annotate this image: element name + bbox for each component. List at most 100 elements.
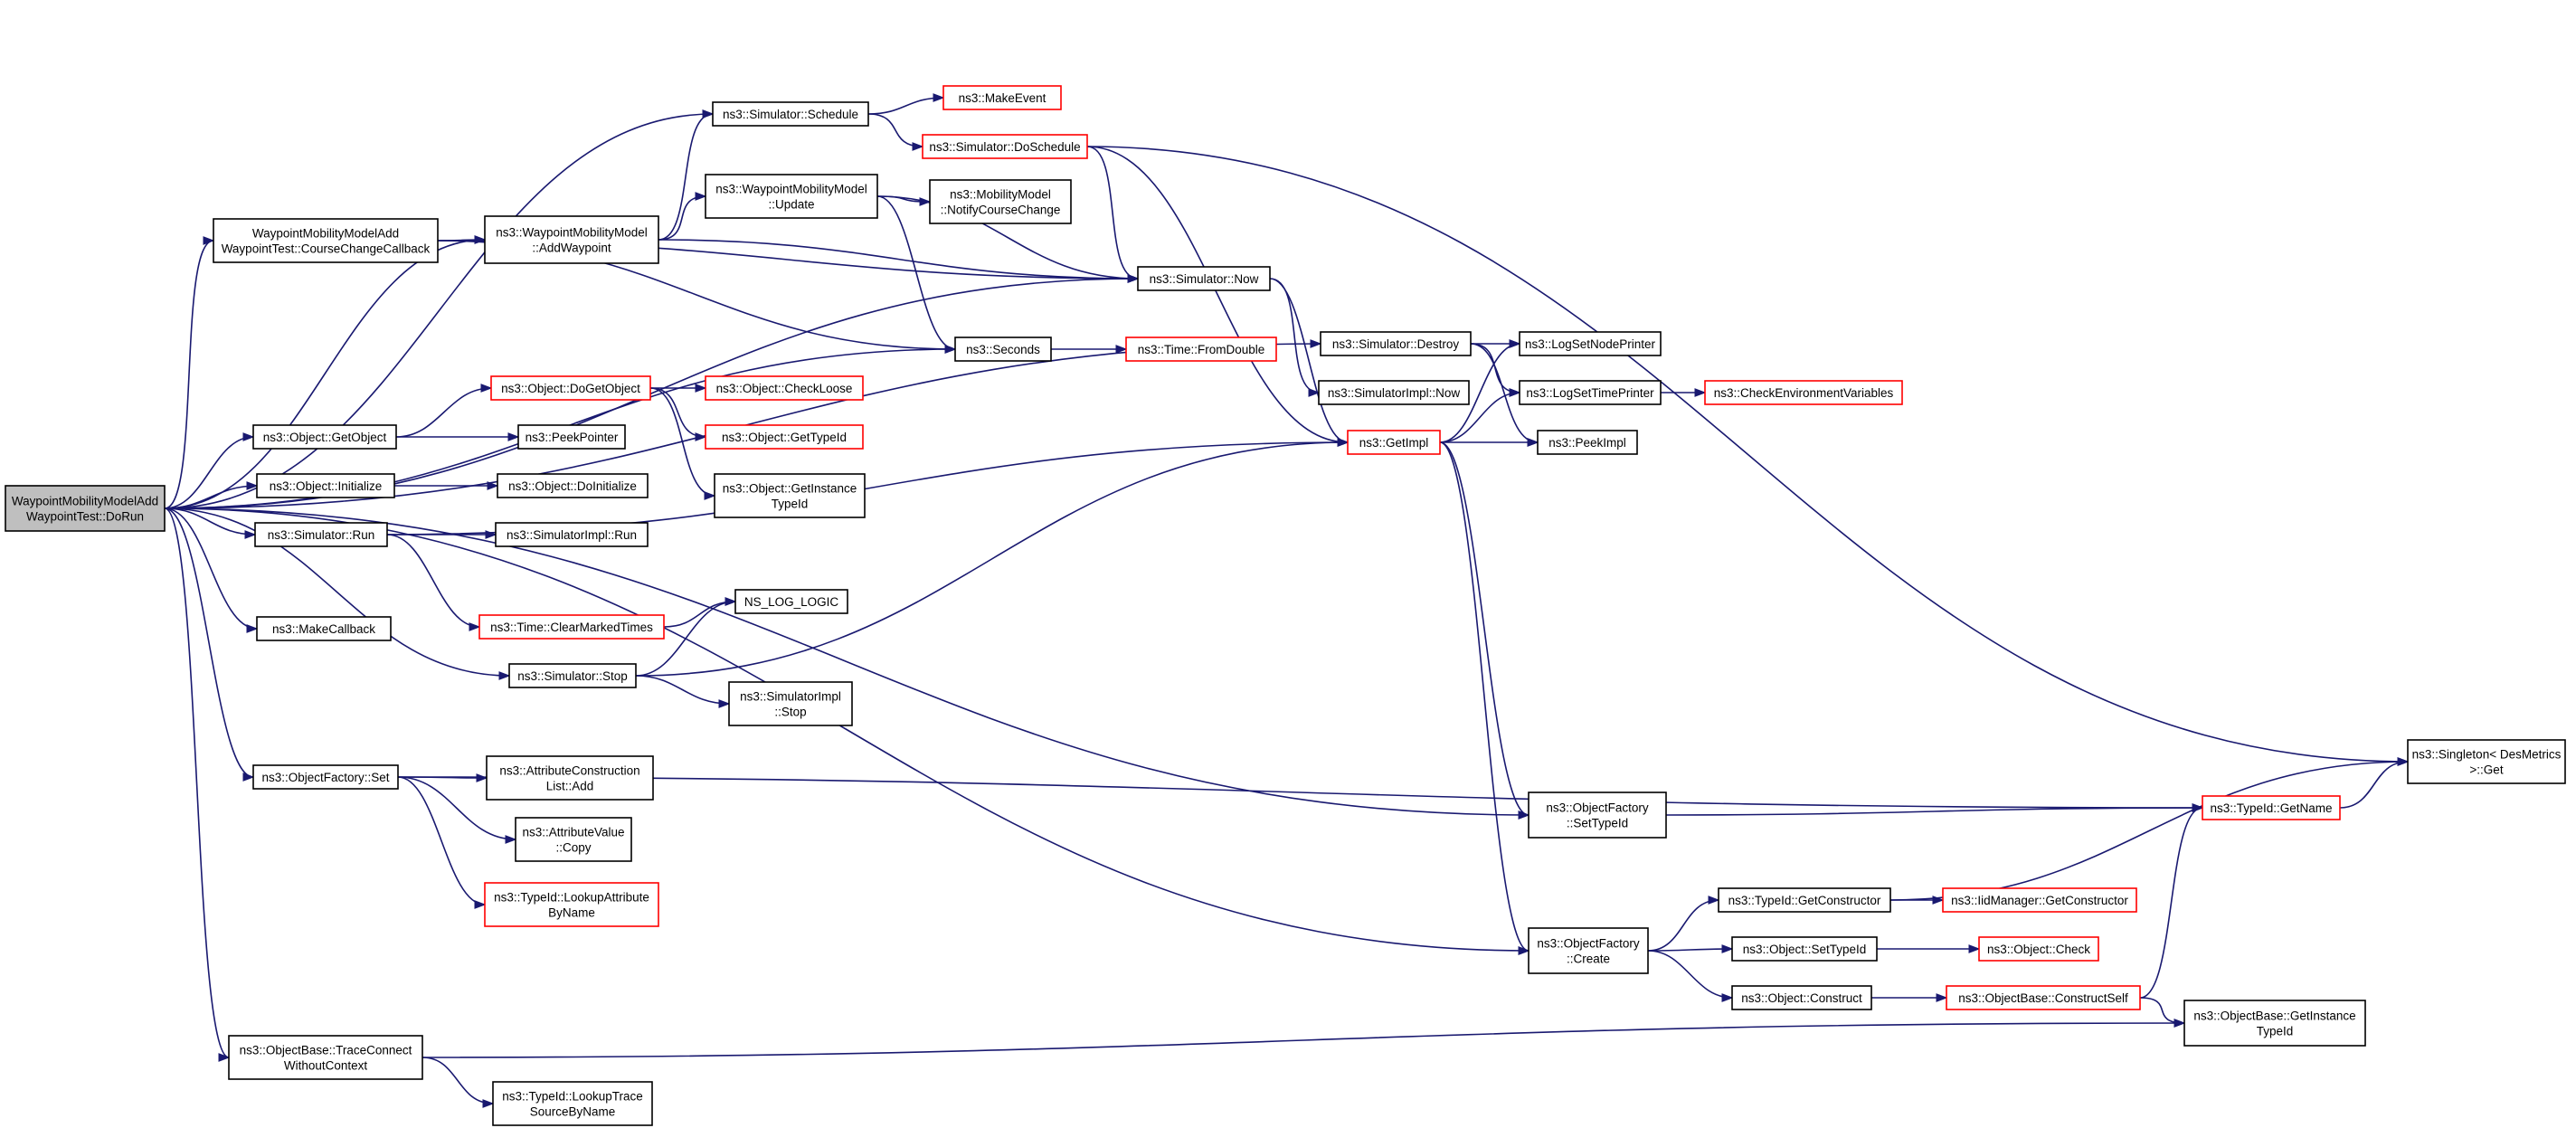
node-box[interactable] — [256, 616, 392, 641]
node-box[interactable] — [252, 764, 399, 790]
node-makeevent[interactable]: ns3::MakeEvent — [942, 85, 1062, 110]
node-objcheck[interactable]: ns3::Object::Check — [1978, 936, 2099, 962]
node-peekpointer[interactable]: ns3::PeekPointer — [517, 424, 626, 450]
node-box[interactable] — [490, 375, 651, 401]
node-cccb[interactable]: WaypointMobilityModelAddWaypointTest::Co… — [213, 218, 439, 263]
node-box[interactable] — [712, 101, 869, 127]
node-ofset[interactable]: ns3::ObjectFactory::Set — [252, 764, 399, 790]
node-box[interactable] — [5, 485, 166, 532]
node-fromdouble[interactable]: ns3::Time::FromDouble — [1125, 337, 1277, 362]
node-box[interactable] — [2183, 1000, 2366, 1047]
node-constructself[interactable]: ns3::ObjectBase::ConstructSelf — [1946, 985, 2141, 1010]
node-now[interactable]: ns3::Simulator::Now — [1137, 266, 1271, 291]
node-simrun[interactable]: ns3::Simulator::Run — [254, 522, 388, 547]
node-box[interactable] — [1125, 337, 1277, 362]
node-box[interactable] — [942, 85, 1062, 110]
node-box[interactable] — [508, 663, 637, 688]
node-doschedule[interactable]: ns3::Simulator::DoSchedule — [922, 134, 1088, 159]
node-traceconnect[interactable]: ns3::ObjectBase::TraceConnectWithoutCont… — [228, 1035, 423, 1080]
node-attrcopy[interactable]: ns3::AttributeValue::Copy — [515, 817, 632, 862]
node-iidgetconstr[interactable]: ns3::IidManager::GetConstructor — [1942, 887, 2137, 913]
node-box[interactable] — [1528, 791, 1667, 839]
node-box[interactable] — [1519, 380, 1662, 405]
node-typeidgetname[interactable]: ns3::TypeId::GetName — [2202, 795, 2341, 820]
node-box[interactable] — [484, 215, 659, 264]
node-box[interactable] — [492, 1081, 653, 1126]
node-singleton[interactable]: ns3::Singleton< DesMetrics >::Get — [2407, 739, 2566, 784]
node-box[interactable] — [254, 522, 388, 547]
node-box[interactable] — [213, 218, 439, 263]
node-ofcreate[interactable]: ns3::ObjectFactory::Create — [1528, 927, 1649, 974]
node-initialize[interactable]: ns3::Object::Initialize — [256, 473, 395, 498]
node-destroy[interactable]: ns3::Simulator::Destroy — [1320, 331, 1472, 356]
node-box[interactable] — [734, 589, 848, 614]
node-checkenv[interactable]: ns3::CheckEnvironmentVariables — [1704, 380, 1903, 405]
node-box[interactable] — [922, 134, 1088, 159]
node-logsettime[interactable]: ns3::LogSetTimePrinter — [1519, 380, 1662, 405]
node-box[interactable] — [929, 179, 1072, 224]
node-getobject[interactable]: ns3::Object::GetObject — [252, 424, 397, 450]
node-box[interactable] — [1978, 936, 2099, 962]
node-box[interactable] — [705, 375, 864, 401]
node-simimplrun[interactable]: ns3::SimulatorImpl::Run — [495, 522, 649, 547]
node-addwp[interactable]: ns3::WaypointMobilityModel::AddWaypoint — [484, 215, 659, 264]
node-box[interactable] — [256, 473, 395, 498]
node-box[interactable] — [486, 755, 654, 801]
node-box[interactable] — [1519, 331, 1662, 356]
node-notify[interactable]: ns3::MobilityModel::NotifyCourseChange — [929, 179, 1072, 224]
node-box[interactable] — [517, 424, 626, 450]
node-box[interactable] — [705, 424, 864, 450]
node-logsetnode[interactable]: ns3::LogSetNodePrinter — [1519, 331, 1662, 356]
node-box[interactable] — [954, 337, 1052, 362]
node-doinitialize[interactable]: ns3::Object::DoInitialize — [497, 473, 649, 498]
node-ofsettypeid[interactable]: ns3::ObjectFactory::SetTypeId — [1528, 791, 1667, 839]
node-simimplstop[interactable]: ns3::SimulatorImpl::Stop — [728, 681, 853, 726]
node-box[interactable] — [1704, 380, 1903, 405]
node-box[interactable] — [1137, 266, 1271, 291]
node-box[interactable] — [728, 681, 853, 726]
node-box[interactable] — [478, 614, 665, 640]
node-box[interactable] — [495, 522, 649, 547]
node-simstop[interactable]: ns3::Simulator::Stop — [508, 663, 637, 688]
node-box[interactable] — [1731, 936, 1878, 962]
node-box[interactable] — [2407, 739, 2566, 784]
node-box[interactable] — [484, 882, 659, 927]
node-simimplnow[interactable]: ns3::SimulatorImpl::Now — [1318, 380, 1470, 405]
node-peekimpl[interactable]: ns3::PeekImpl — [1537, 430, 1638, 455]
node-box[interactable] — [252, 424, 397, 450]
node-box[interactable] — [1318, 380, 1470, 405]
node-box[interactable] — [1718, 887, 1891, 913]
node-box[interactable] — [1528, 927, 1649, 974]
node-gettypeid[interactable]: ns3::Object::GetTypeId — [705, 424, 864, 450]
node-objsettypeid[interactable]: ns3::Object::SetTypeId — [1731, 936, 1878, 962]
node-dogetobject[interactable]: ns3::Object::DoGetObject — [490, 375, 651, 401]
node-objconstruct[interactable]: ns3::Object::Construct — [1731, 985, 1872, 1010]
node-box[interactable] — [1946, 985, 2141, 1010]
node-checkloose[interactable]: ns3::Object::CheckLoose — [705, 375, 864, 401]
node-schedule[interactable]: ns3::Simulator::Schedule — [712, 101, 869, 127]
node-box[interactable] — [705, 174, 878, 219]
node-getimpl[interactable]: ns3::GetImpl — [1347, 430, 1441, 455]
node-box[interactable] — [497, 473, 649, 498]
node-box[interactable] — [2202, 795, 2341, 820]
node-update[interactable]: ns3::WaypointMobilityModel::Update — [705, 174, 878, 219]
node-box[interactable] — [1731, 985, 1872, 1010]
node-box[interactable] — [1320, 331, 1472, 356]
node-box[interactable] — [228, 1035, 423, 1080]
node-getconstructor[interactable]: ns3::TypeId::GetConstructor — [1718, 887, 1891, 913]
node-box[interactable] — [1942, 887, 2137, 913]
node-box[interactable] — [1537, 430, 1638, 455]
node-box[interactable] — [515, 817, 632, 862]
node-box[interactable] — [714, 473, 866, 518]
node-seconds[interactable]: ns3::Seconds — [954, 337, 1052, 362]
node-clearmarked[interactable]: ns3::Time::ClearMarkedTimes — [478, 614, 665, 640]
node-nslog[interactable]: NS_LOG_LOGIC — [734, 589, 848, 614]
node-root[interactable]: WaypointMobilityModelAddWaypointTest::Do… — [5, 485, 166, 532]
node-makecallback[interactable]: ns3::MakeCallback — [256, 616, 392, 641]
node-box[interactable] — [1347, 430, 1441, 455]
